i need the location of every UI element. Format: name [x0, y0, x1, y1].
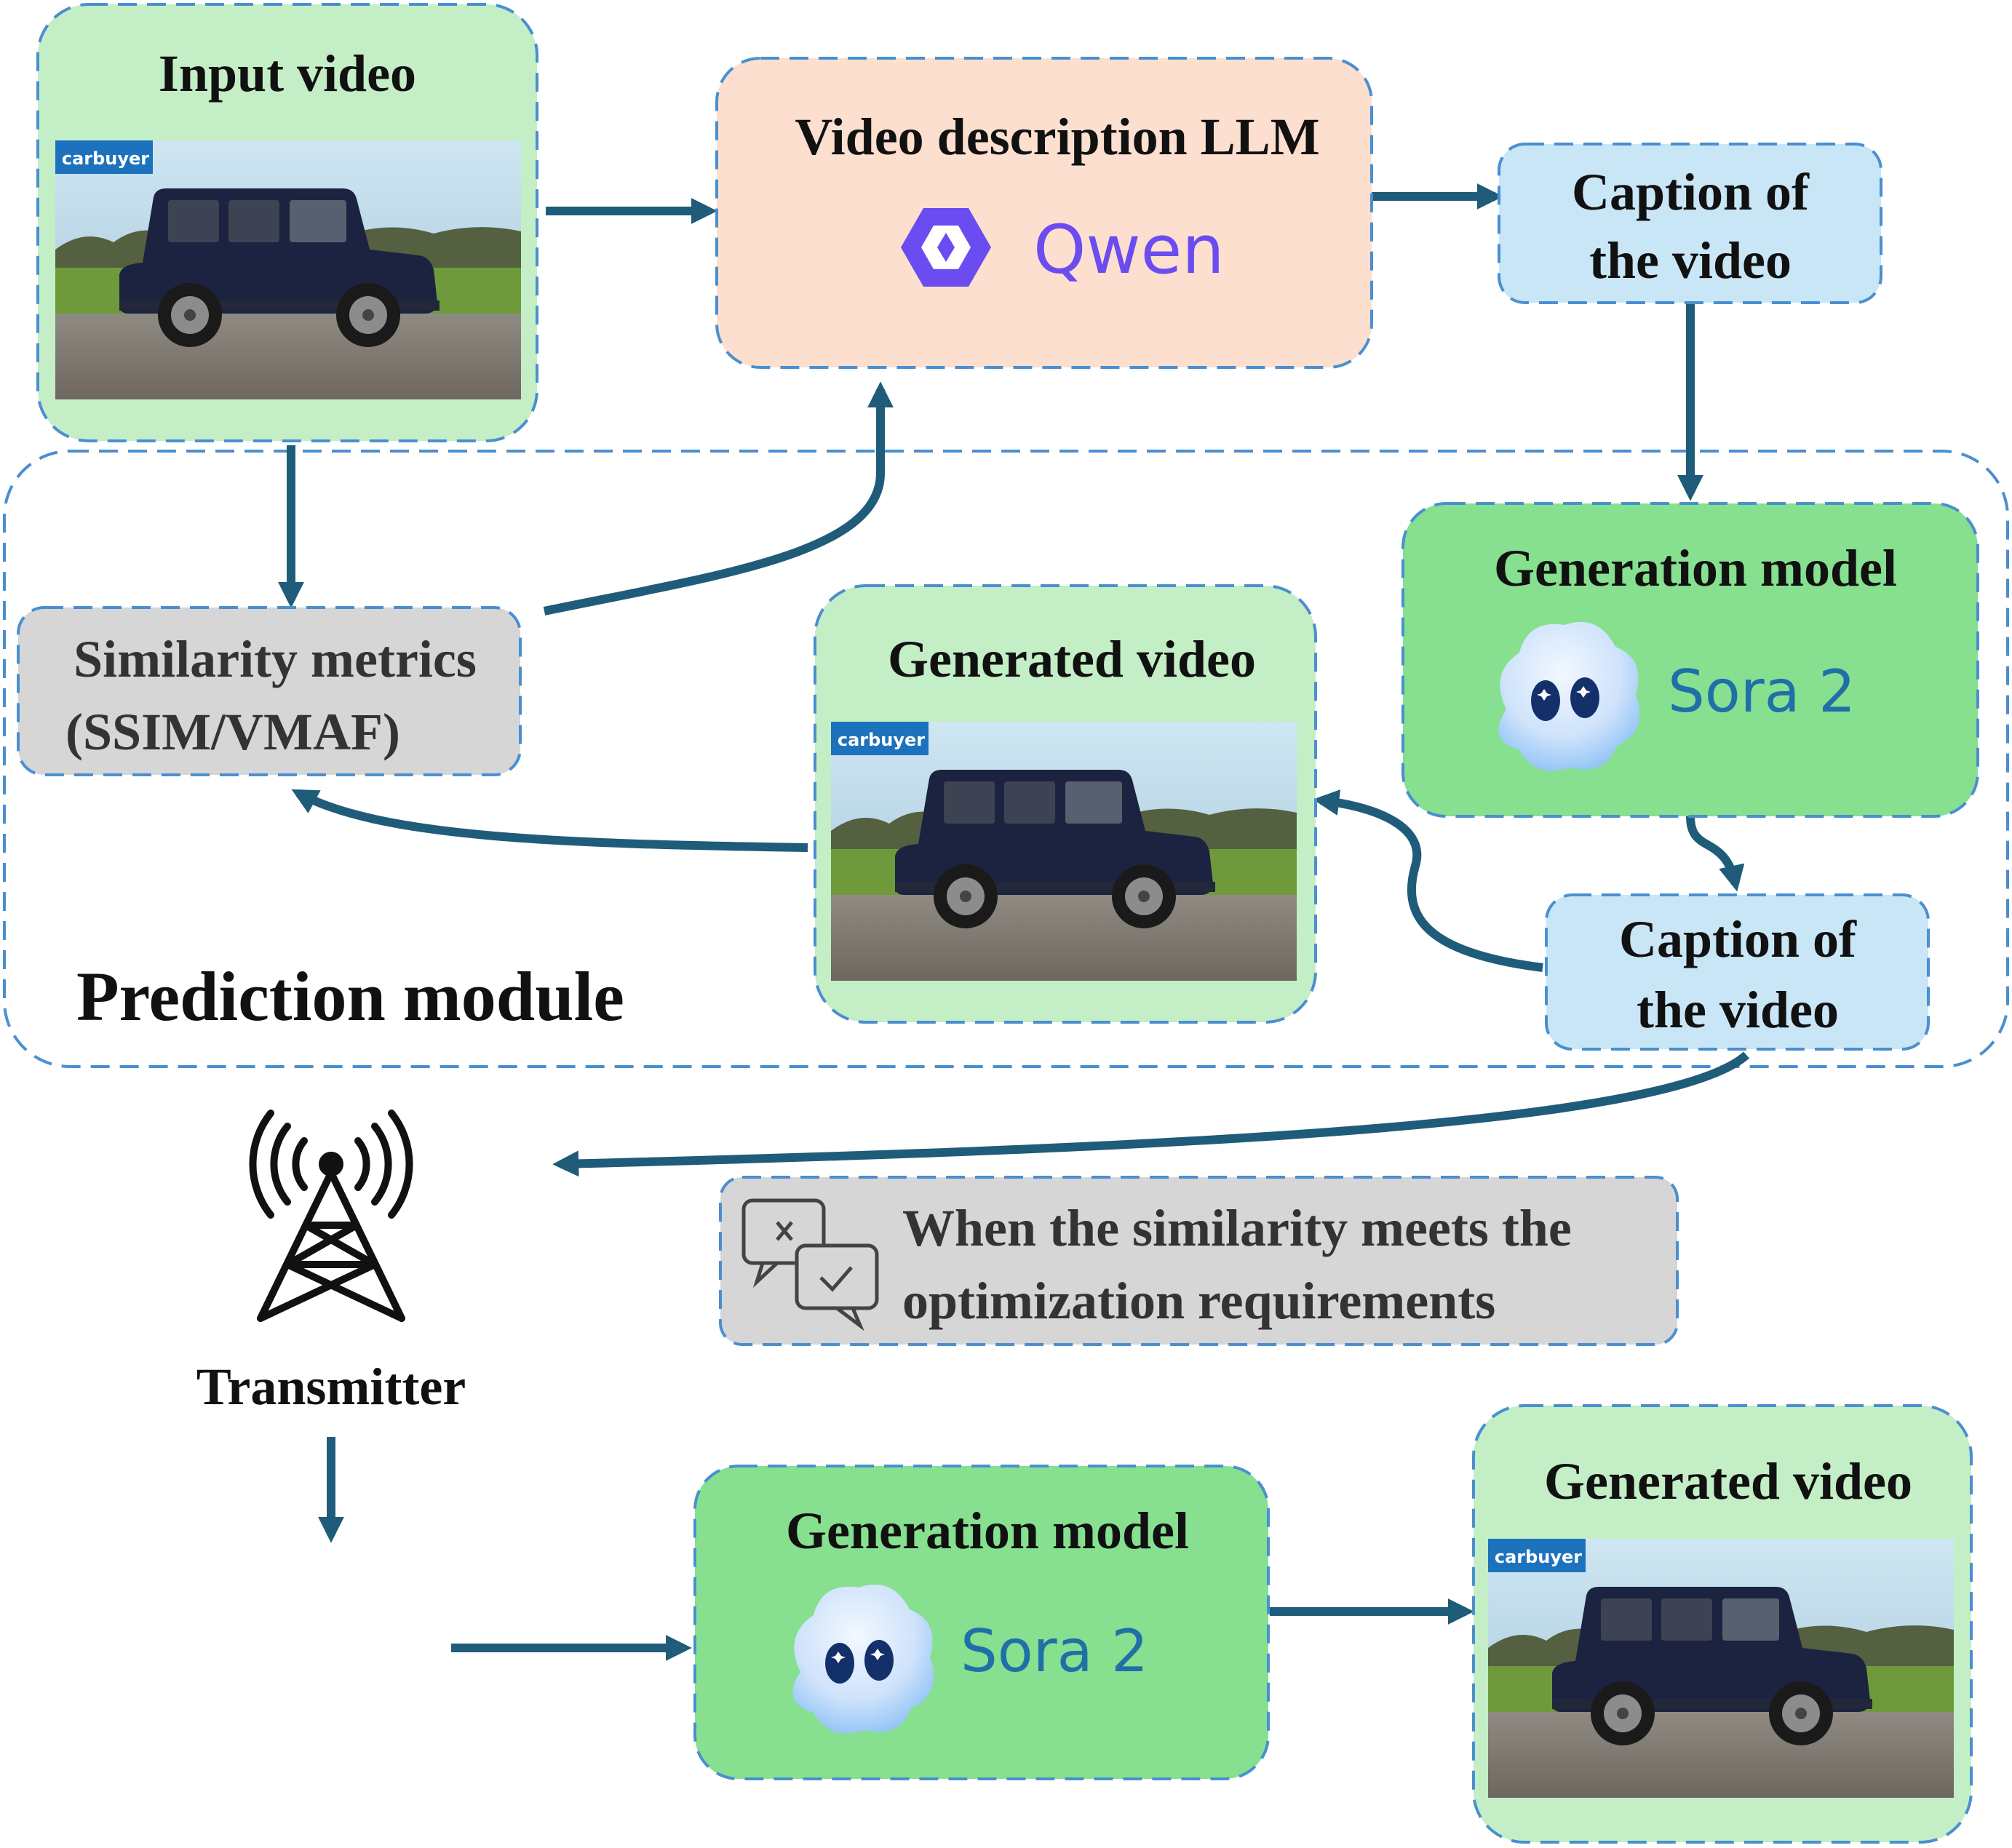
caption-mid-line2: the video: [1637, 981, 1839, 1039]
qwen-label: Qwen: [1033, 211, 1225, 289]
prediction-module-region: [3, 450, 2009, 1068]
generation-bottom-title: Generation model: [786, 1502, 1189, 1560]
sora-bottom-label: Sora 2: [961, 1617, 1148, 1685]
transmitter-label: Transmitter: [196, 1358, 466, 1416]
flow-arrows: [278, 183, 1750, 1661]
input-video-thumbnail: [55, 140, 521, 399]
input-video-box: Input video carbuyer: [36, 3, 538, 442]
caption-mid-line1: Caption of: [1619, 910, 1857, 968]
chat-check-icon: [741, 1198, 879, 1331]
similarity-line2: (SSIM/VMAF): [65, 703, 400, 761]
prediction-module-label: Prediction module: [76, 957, 624, 1035]
generated-mid-title: Generated video: [888, 630, 1256, 688]
similarity-box: Similarity metrics (SSIM/VMAF): [17, 606, 522, 776]
video-logo-label: carbuyer: [62, 148, 149, 169]
caption-top-line2: the video: [1589, 231, 1792, 290]
qwen-logo-icon: [901, 208, 991, 287]
llm-title: Video description LLM: [795, 108, 1319, 166]
condition-box: When the similarity meets the optimizati…: [719, 1176, 1679, 1346]
caption-box-top: Caption of the video: [1498, 143, 1882, 304]
generated-video-box-mid: Generated video carbuyer: [814, 584, 1317, 1024]
condition-line1: When the similarity meets the: [902, 1199, 1572, 1257]
llm-box: Video description LLM Qwen: [715, 57, 1373, 369]
generated-bottom-title: Generated video: [1544, 1452, 1912, 1510]
generation-model-box-bottom: Generation model Sora 2: [693, 1465, 1270, 1780]
caption-box-mid: Caption of the video: [1545, 893, 1930, 1051]
arrow-similarity-to-llm: [543, 381, 894, 616]
generation-mid-title: Generation model: [1494, 539, 1897, 597]
video-logo-label: carbuyer: [1495, 1547, 1582, 1567]
arrow-caption-to-generated: [1313, 789, 1543, 972]
arrow-generated-to-similarity: [291, 789, 808, 852]
generated-video-box-bottom: Generated video carbuyer: [1472, 1404, 1973, 1844]
generated-bottom-thumbnail: [1488, 1539, 1954, 1798]
caption-top-line1: Caption of: [1572, 163, 1810, 221]
condition-line2: optimization requirements: [902, 1272, 1495, 1330]
sora-mid-label: Sora 2: [1668, 658, 1856, 725]
arrow-generation-to-caption: [1686, 816, 1745, 892]
input-video-title: Input video: [159, 44, 416, 103]
video-logo-label: carbuyer: [838, 730, 925, 750]
similarity-line1: Similarity metrics: [73, 630, 477, 688]
arrow-caption-to-transmitter: [552, 1051, 1750, 1177]
generated-mid-thumbnail: [831, 722, 1297, 981]
antenna-tower-icon: [249, 1110, 413, 1322]
generation-model-box-mid: Generation model Sora 2: [1401, 502, 1979, 818]
